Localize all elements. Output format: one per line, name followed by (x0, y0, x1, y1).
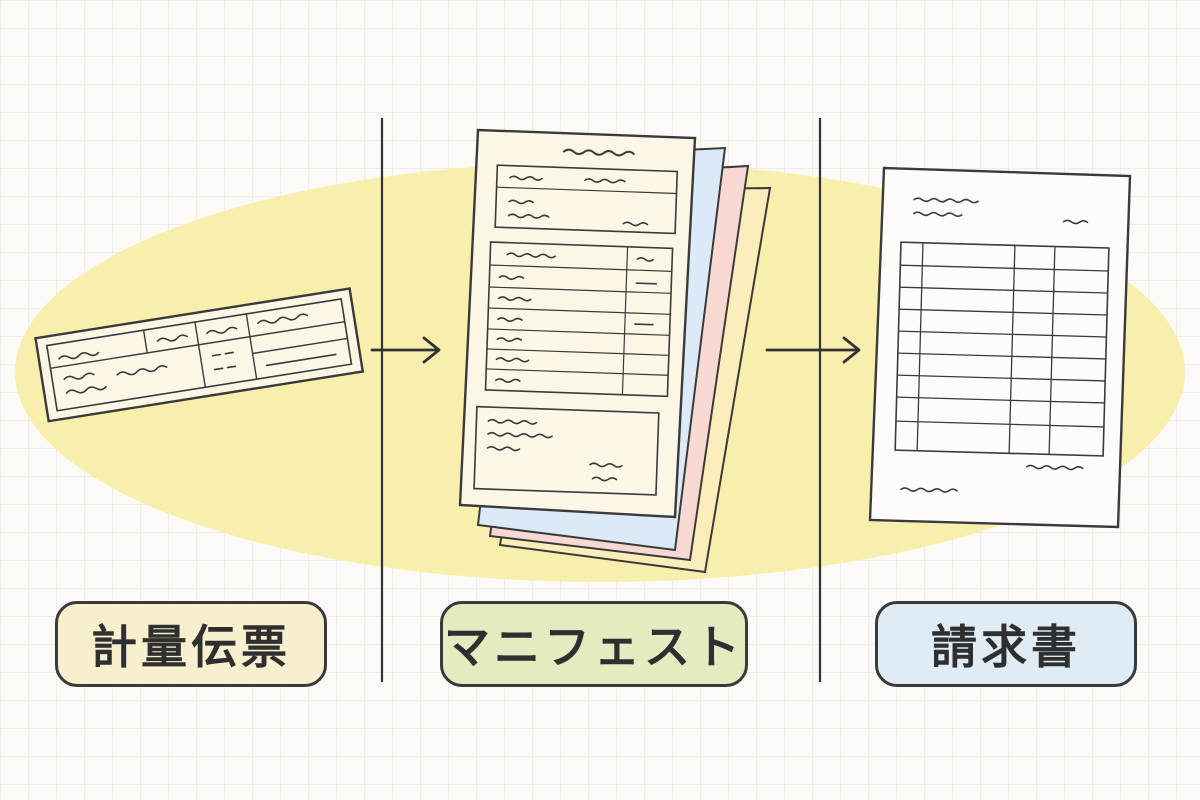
arrow-right-icon (765, 336, 861, 364)
manifest-stack-icon (458, 128, 772, 574)
weighing-slip-icon (34, 287, 365, 423)
stage-label-manifest: マニフェスト (440, 601, 748, 687)
invoice-icon (868, 166, 1132, 529)
stage-label-invoice: 請求書 (875, 601, 1137, 687)
stage-label-weighing-slip: 計量伝票 (55, 601, 327, 687)
arrow-right-icon (370, 336, 441, 364)
